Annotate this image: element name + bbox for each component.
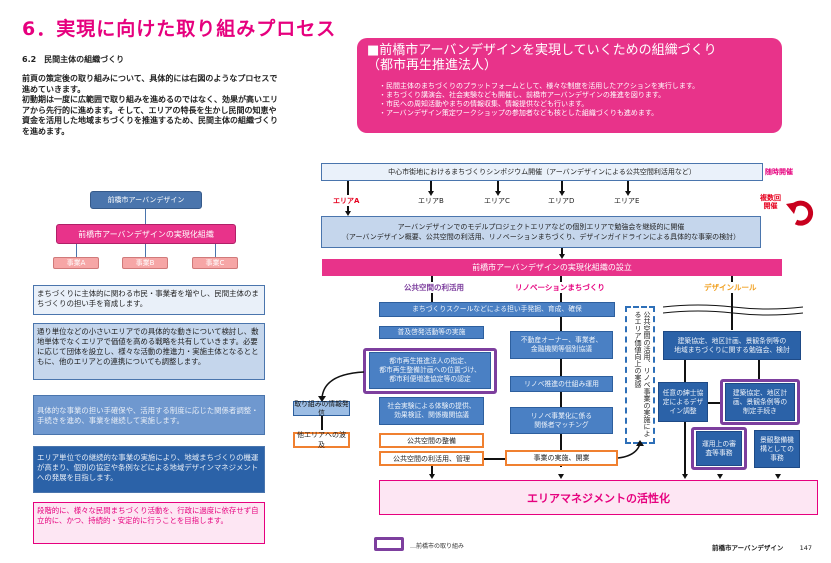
- step-description-1: まちづくりに主体的に関わる市民・事業者を増やし、民間主体のまちづくりの担い手を育…: [33, 285, 265, 315]
- connector: [76, 244, 77, 257]
- connector: [731, 276, 733, 330]
- area-b-label: エリアB: [418, 197, 444, 205]
- area-d-label: エリアD: [548, 197, 575, 205]
- public-space-management-box: 公共空間の利活用、管理: [379, 451, 484, 466]
- org-node-implementation-body: 前橋市アーバンデザインの実現化組織: [56, 224, 236, 244]
- curved-arrow-icon: [318, 371, 365, 402]
- arrow-down-icon: [717, 474, 723, 479]
- voluntary-agreement-box: 任意の紳士協 定によるデザ イン調整: [658, 382, 708, 422]
- design-study-box: 建築協定、地区計画、景観条例等の 地域まちづくりに関する勉強会、検討: [663, 331, 801, 360]
- repeat-note: 複数回 開催: [760, 194, 781, 210]
- connector: [758, 360, 760, 382]
- designation-box: 都市再生推進法人の指定、 都市再生整備計画への位置づけ、 都市利便増進協定等の認…: [369, 352, 491, 389]
- connector: [484, 458, 506, 460]
- footer-doc-title: 前橋市アーバンデザイン: [712, 544, 784, 552]
- business-launch-box: 事業の実施、開業: [505, 450, 618, 466]
- panel-heading: ■前橋市アーバンデザインを実現していくための組織づくり （都市再生推進法人）: [367, 43, 717, 73]
- area-management-outcome: エリアマネジメントの活性化: [379, 480, 818, 515]
- area-a-label: エリアA: [333, 197, 360, 205]
- city-initiative-frame: [720, 379, 800, 425]
- org-node-urban-design: 前橋市アーバンデザイン: [90, 191, 202, 209]
- arrow-down-icon: [559, 191, 565, 196]
- matching-box: リノベ事業化に係る 関係者マッチング: [510, 407, 613, 434]
- step-description-2: 通り単位などの小さいエリアでの具体的な動きについて検討し、敷地単体でなくエリアで…: [33, 323, 265, 380]
- panel-bullet: ・市民への周知活動やまちの情報収集、情報提供なども行います。: [379, 100, 589, 108]
- renovation-scheme-box: リノベ推進の仕組み運用: [510, 376, 613, 392]
- spread-to-other-areas-box: 他エリアへの波及: [293, 431, 350, 449]
- step-description-5: 段階的に、様々な民間まちづくり活動を、行政に過度に依存せず自立的に、かつ、持続的…: [33, 502, 265, 544]
- org-building-panel: ■前橋市アーバンデザインを実現していくための組織づくり （都市再生推進法人） ・…: [357, 38, 782, 133]
- repeat-arrow-icon: [786, 200, 814, 226]
- page-title: 6．実現に向けた取り組みプロセス: [22, 18, 337, 40]
- arrow-down-icon: [429, 474, 435, 479]
- connector: [321, 416, 323, 430]
- org-node-project-a: 事業A: [53, 257, 99, 269]
- city-initiative-frame: [691, 427, 747, 470]
- arrow-down-icon: [345, 211, 351, 216]
- step-description-4: エリア単位での継続的な事業の実施により、地域まちづくりの機運が高まり、個別の協定…: [33, 446, 265, 493]
- connector: [347, 206, 349, 212]
- panel-bullet: ・まちづくり講演会、社会実験なども開催し、前橋市アーバンデザインの推進を図ります…: [379, 91, 666, 99]
- area-value-note: 公共空間の活用、リノベ事業の実施によるエリア価値向上の実感: [625, 306, 655, 444]
- panel-bullets: ・民間主体のまちづくりのプラットフォームとして、様々な制度を活用したアクションを…: [367, 82, 772, 118]
- symposium-note: 随時開催: [765, 168, 793, 176]
- connector: [215, 244, 216, 257]
- legend-swatch: [374, 537, 404, 551]
- landscape-agency-box: 景観整備機 構としての 事務: [754, 430, 800, 468]
- footer: 前橋市アーバンデザイン 147: [712, 542, 812, 552]
- connector: [561, 248, 563, 256]
- arrow-down-icon: [428, 191, 434, 196]
- area-e-label: エリアE: [614, 197, 640, 205]
- page-number: 147: [799, 544, 813, 552]
- connector: [145, 209, 146, 224]
- step-description-3: 具体的な事業の担い手確保や、活用する制度に応じた関係者調整・手続きを進め、事業を…: [33, 395, 265, 435]
- section-heading: 6.2 民間主体の組織づくり: [22, 55, 125, 64]
- info-dissemination-box: 取り組みの情報発信: [293, 399, 350, 417]
- curved-arrow-icon: [617, 440, 644, 459]
- city-initiative-frame: [363, 348, 497, 394]
- promotion-box: 普及啓発活動等の実施: [379, 326, 484, 339]
- arrow-down-icon: [559, 254, 565, 259]
- arrow-down-icon: [775, 474, 781, 479]
- arrow-down-icon: [495, 191, 501, 196]
- connector: [497, 181, 499, 193]
- arrow-down-icon: [625, 191, 631, 196]
- org-node-project-c: 事業C: [192, 257, 238, 269]
- wave-break-icon: [663, 304, 803, 316]
- review-work-box: 運用上の審 査等事務: [696, 431, 742, 466]
- intro-text: 前頁の策定後の取り組みについて、具体的には右図のようなプロセスで 進めていきます…: [22, 74, 278, 136]
- connector: [627, 181, 629, 193]
- connector: [560, 317, 562, 467]
- legend-text: …前橋市の取り組み: [410, 543, 465, 550]
- connector: [431, 466, 433, 475]
- org-node-project-b: 事業B: [122, 257, 168, 269]
- column-label-renovation: リノベーションまちづくり: [513, 282, 607, 293]
- connector: [708, 402, 722, 404]
- connector: [145, 244, 146, 257]
- connector: [561, 181, 563, 193]
- school-box: まちづくりスクールなどによる担い手発掘、育成、確保: [379, 302, 615, 317]
- symposium-box: 中心市街地におけるまちづくりシンポジウム開催（アーバンデザインによる公共空間利活…: [321, 163, 763, 181]
- public-space-development-box: 公共空間の整備: [379, 433, 484, 448]
- arrow-down-icon: [682, 474, 688, 479]
- connector: [347, 181, 349, 195]
- column-label-public-space: 公共空間の利活用: [402, 282, 466, 293]
- owner-consultation-box: 不動産オーナー、事業者、 金融機関等個別協議: [510, 331, 613, 359]
- panel-bullet: ・アーバンデザイン策定ワークショップの参加者なども核とした組織づくりも進めます。: [379, 109, 659, 117]
- implementation-body-setup-bar: 前橋市アーバンデザインの実現化組織の設立: [322, 259, 782, 276]
- area-c-label: エリアC: [484, 197, 510, 205]
- arrow-down-icon: [558, 474, 564, 479]
- area-study-session-box: アーバンデザインでのモデルプロジェクトエリアなどの個別エリアで勉強会を継続的に開…: [321, 216, 761, 248]
- panel-bullet: ・民間主体のまちづくりのプラットフォームとして、様々な制度を活用したアクションを…: [379, 82, 700, 90]
- connector: [430, 181, 432, 193]
- column-label-design-rule: デザインルール: [702, 282, 759, 293]
- enactment-box: 建築協定、地区計 画、景観条例等の 制定手続き: [725, 383, 795, 421]
- social-experiment-box: 社会実験による体験の提供、 効果検証、関係機関協議: [379, 397, 484, 425]
